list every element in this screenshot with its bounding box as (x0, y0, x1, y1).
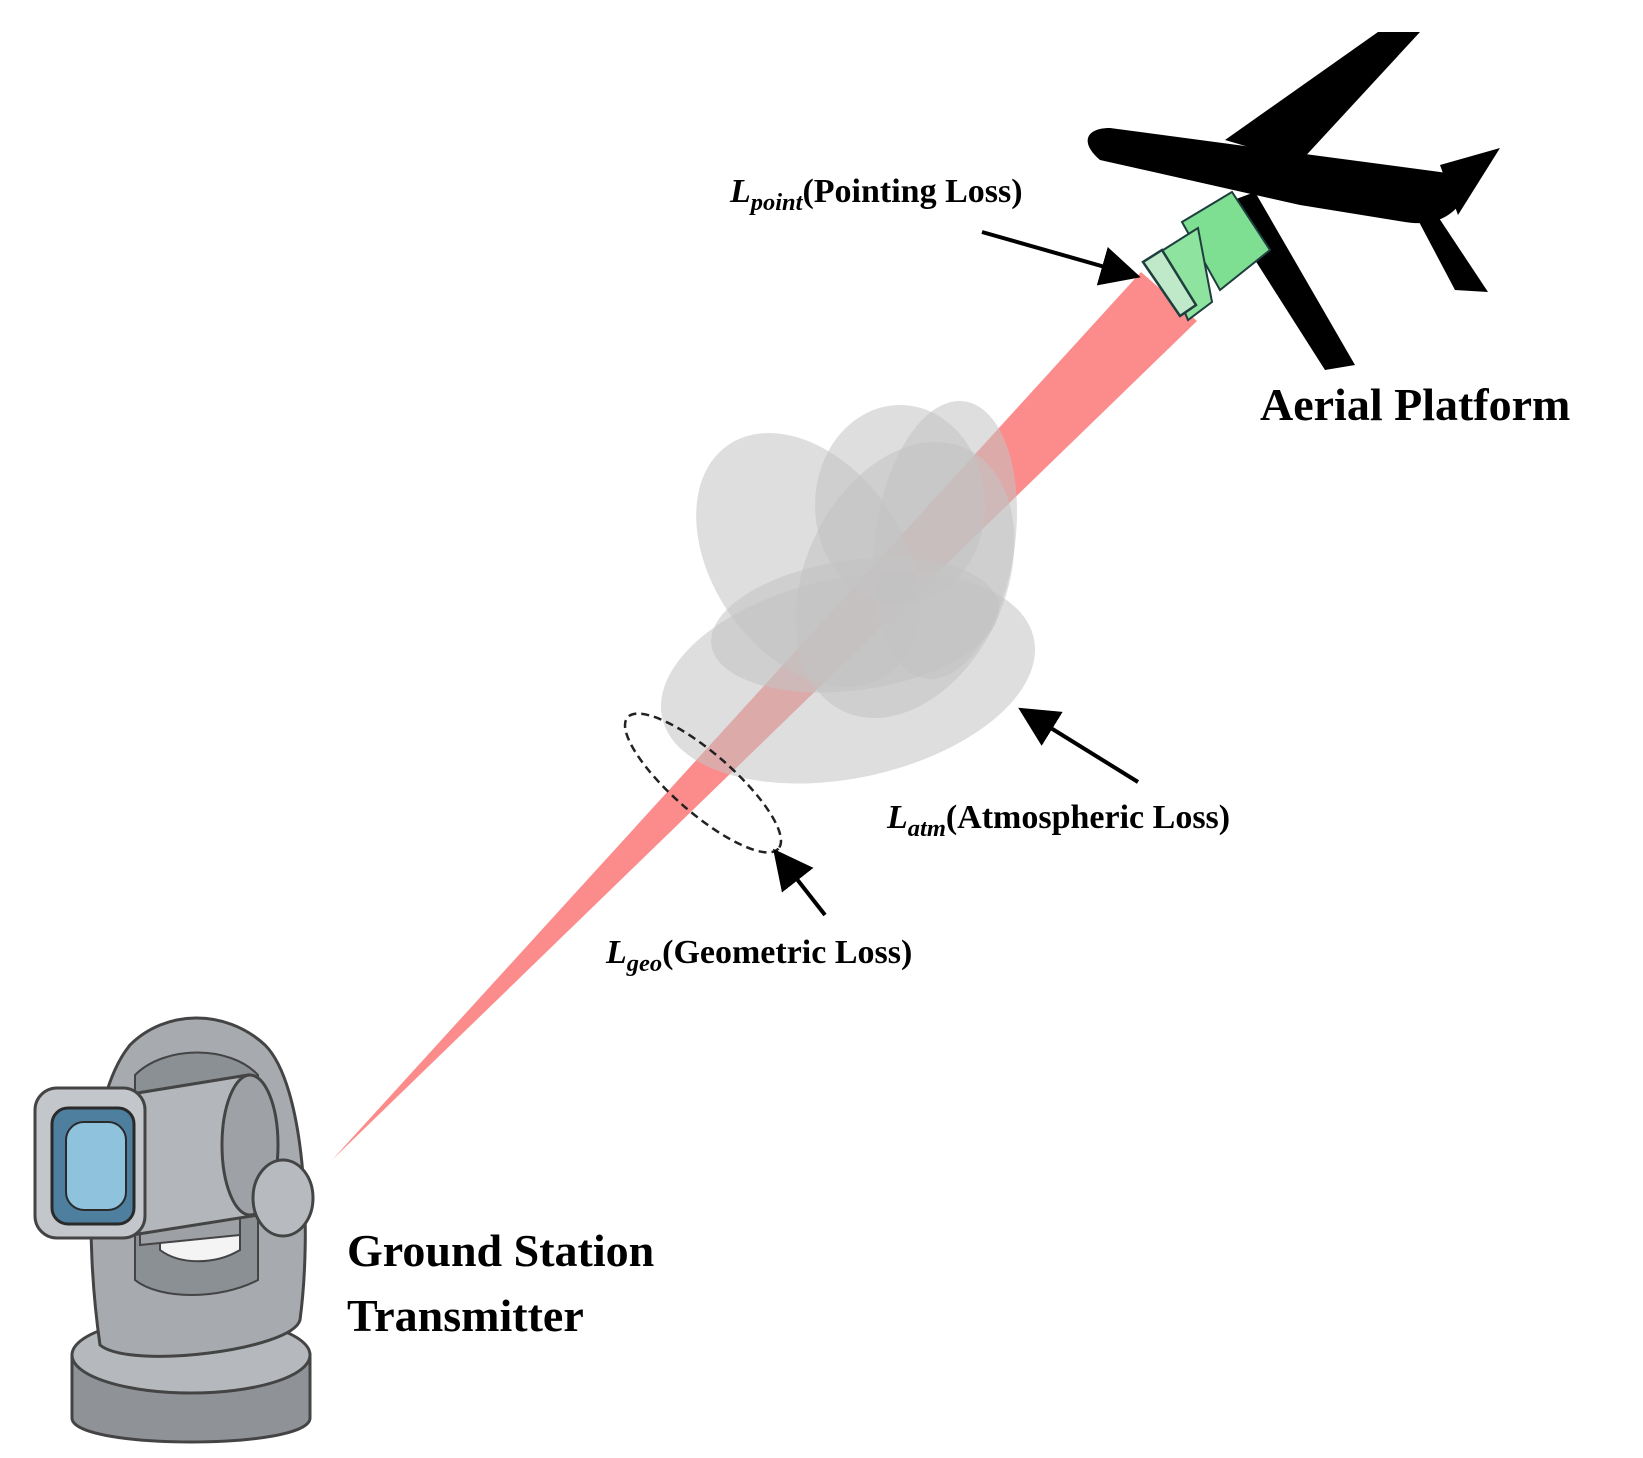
geometric-loss-arrow (773, 848, 827, 917)
geometric-loss-text: (Geometric Loss) (662, 934, 913, 971)
atmospheric-loss-arrow (1018, 707, 1140, 784)
ground-station-transmitter (33, 1016, 315, 1444)
ground-station-label-line2: Transmitter (347, 1290, 584, 1341)
atmospheric-loss-text: (Atmospheric Loss) (945, 799, 1231, 836)
atmospheric-loss-symbol: Latm (887, 799, 946, 842)
aerial-platform-label: Aerial Platform (1260, 379, 1571, 430)
receiver-terminal (1141, 190, 1272, 322)
pointing-loss-text: (Pointing Loss) (802, 173, 1023, 210)
beam-spread-ellipse (623, 712, 783, 854)
atmospheric-loss-label: Latm(Atmospheric Loss) (887, 801, 1230, 841)
ground-station-label-line1: Ground Station (347, 1225, 655, 1276)
atmosphere-cloud (660, 401, 1036, 784)
geometric-loss-label: Lgeo(Geometric Loss) (606, 936, 912, 976)
pointing-loss-arrow (981, 230, 1141, 286)
geometric-loss-symbol: Lgeo (606, 934, 663, 977)
pointing-loss-symbol: Lpoint (730, 173, 803, 216)
pointing-loss-label: Lpoint(Pointing Loss) (730, 175, 1023, 215)
